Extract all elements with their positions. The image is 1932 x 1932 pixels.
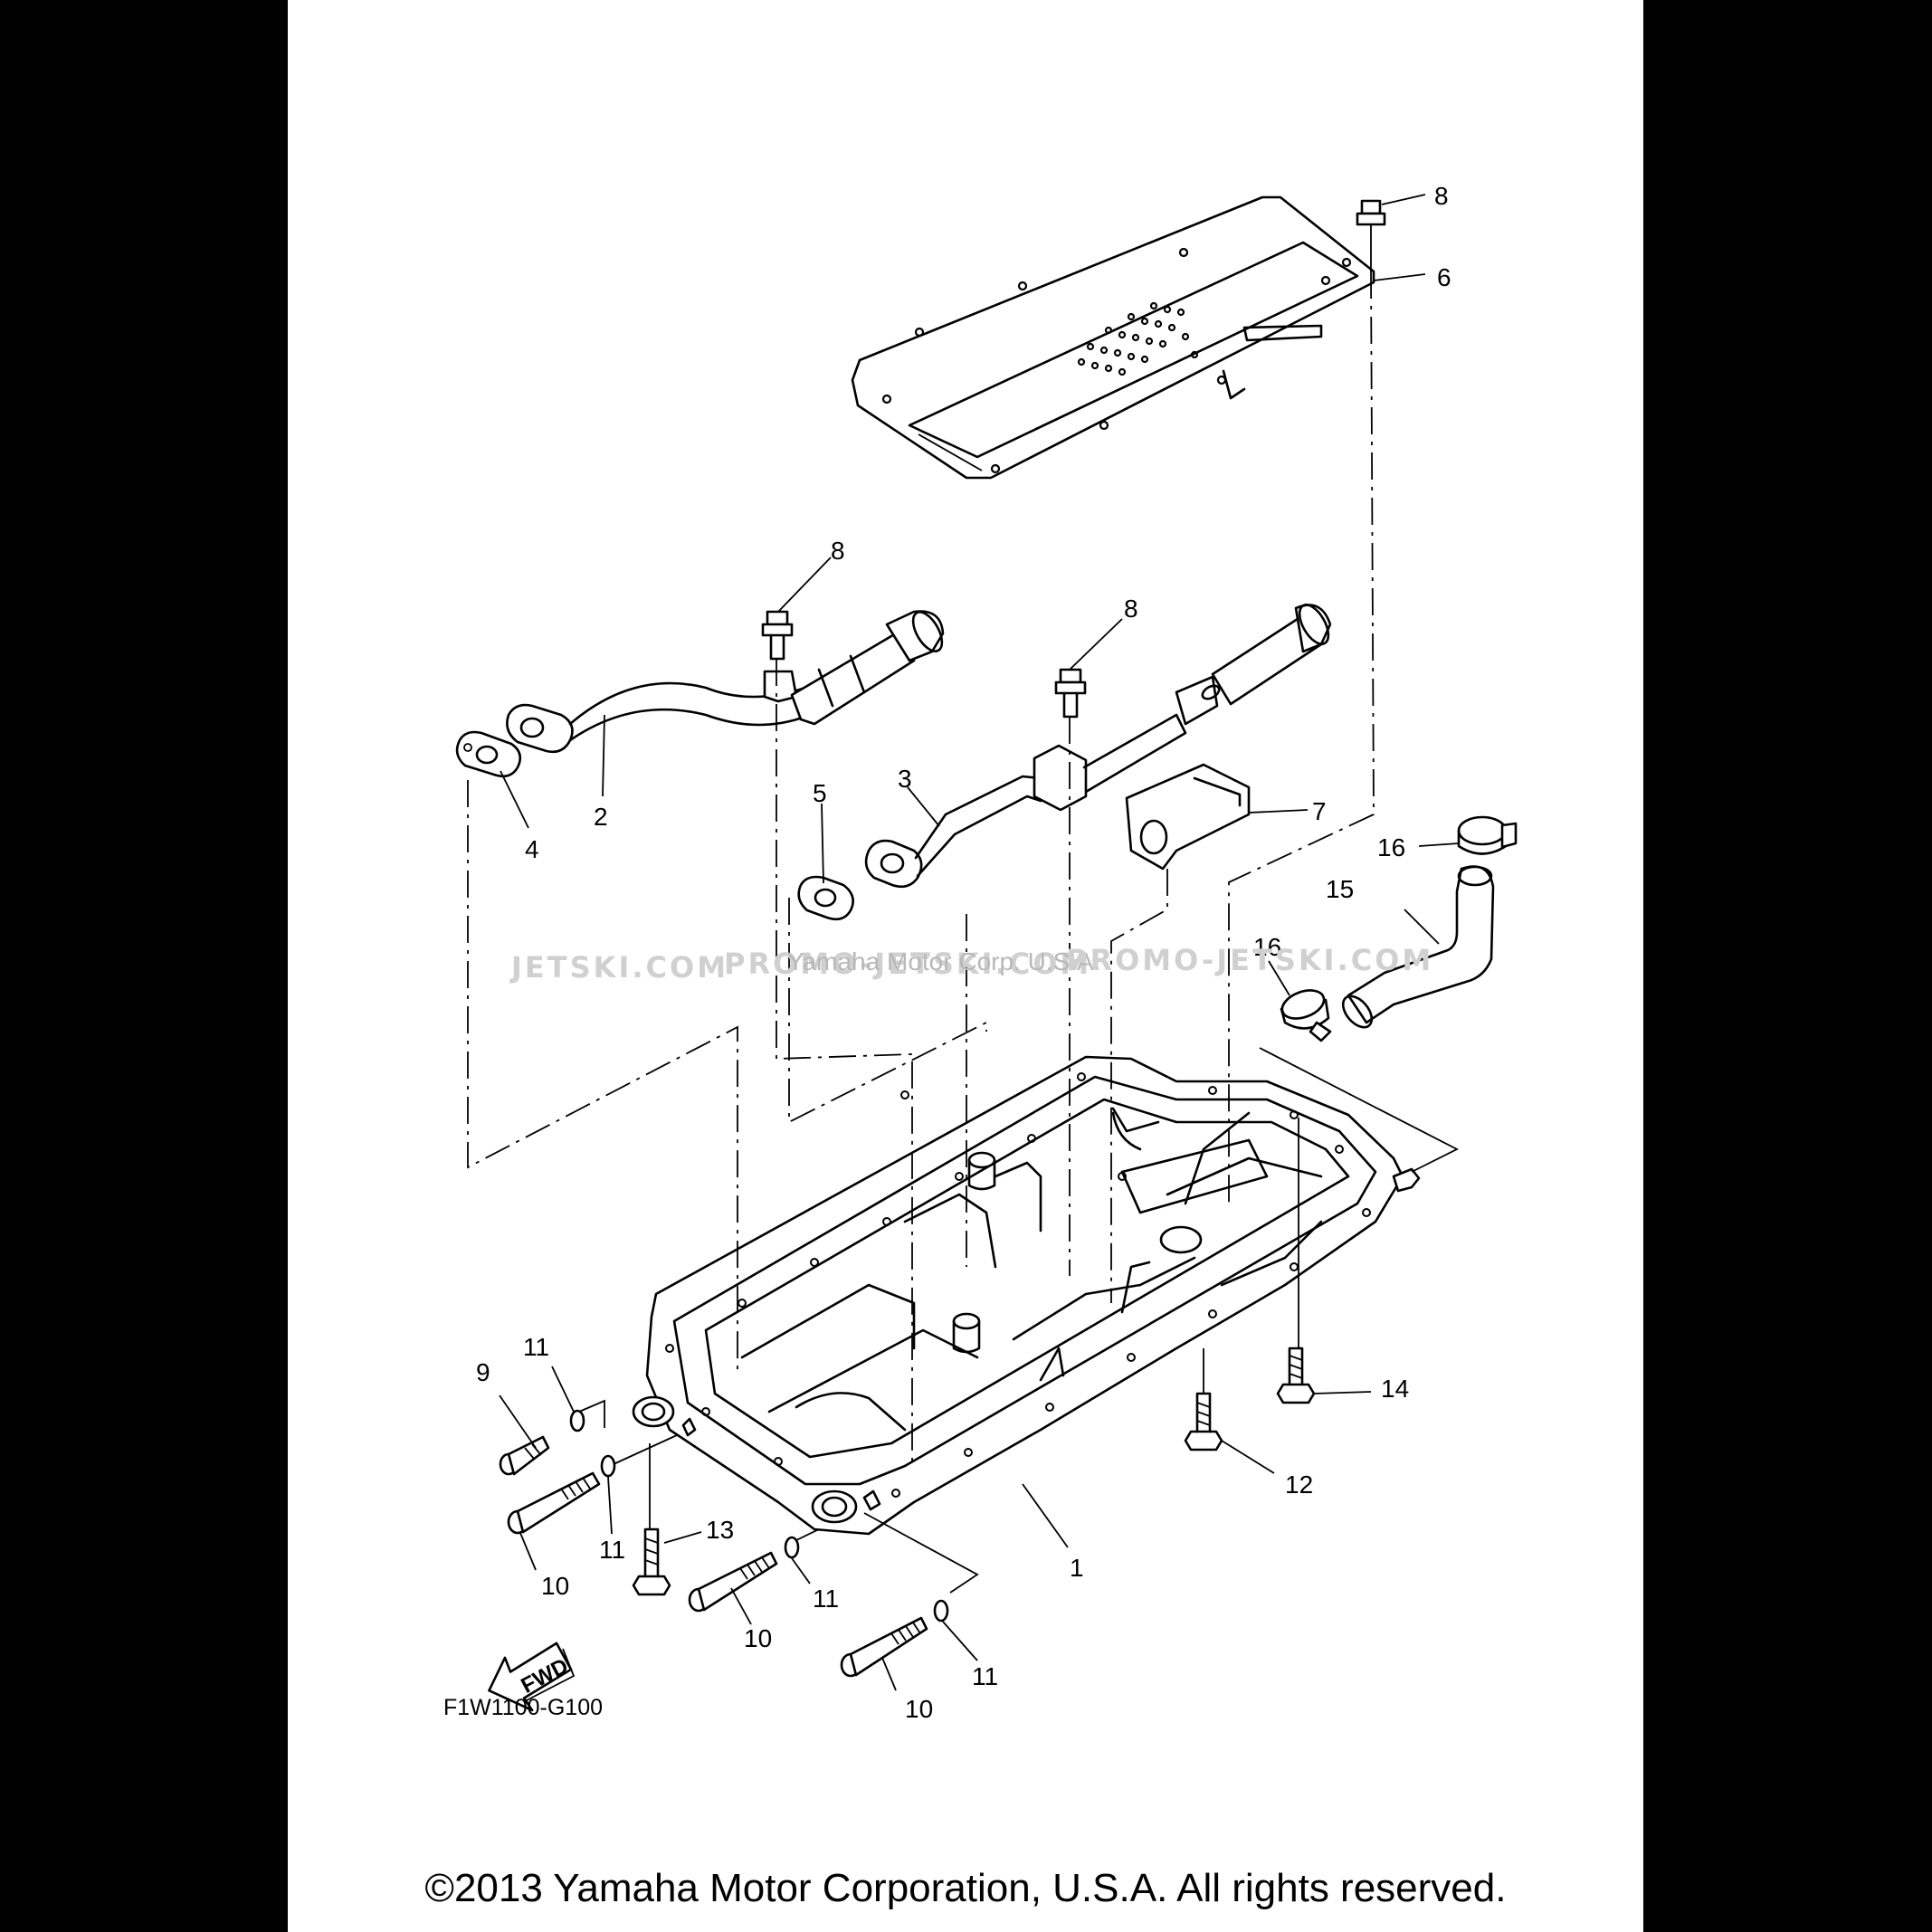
watermark-left: JETSKI.COM [509, 950, 728, 985]
leader-lines [499, 194, 1460, 1691]
callout-1: 1 [1070, 1554, 1084, 1582]
part-8-bolt-top [1356, 199, 1386, 271]
part-16-clamp-bottom [1280, 989, 1332, 1042]
callout-5: 5 [813, 779, 827, 807]
part-4-gasket [455, 730, 522, 778]
callout-11-b: 11 [599, 1536, 625, 1564]
callout-8-center: 8 [1124, 595, 1138, 623]
copyright-notice: ©2013 Yamaha Motor Corporation, U.S.A. A… [424, 1866, 1507, 1910]
part-16-clamp-top [1457, 815, 1518, 855]
callout-14: 14 [1381, 1375, 1409, 1403]
callout-6: 6 [1437, 263, 1451, 291]
callout-8-top: 8 [1434, 182, 1449, 210]
part-7-baffle [1125, 763, 1251, 871]
callout-8-left: 8 [831, 537, 845, 565]
callout-9: 9 [476, 1358, 490, 1386]
callout-11-a: 11 [523, 1333, 549, 1361]
fwd-arrow: FWD [488, 1642, 576, 1712]
part-1-oil-pan [632, 1055, 1421, 1536]
callout-16-bottom: 16 [1253, 933, 1281, 961]
callout-10-c: 10 [905, 1695, 933, 1723]
part-8-bolt-pipe3 [1054, 668, 1087, 719]
oil-pan-flange-holes [665, 1072, 1371, 1498]
part-13-flange-bolt [632, 1528, 671, 1596]
callout-2: 2 [594, 803, 608, 831]
watermarks: JETSKI.COM PROMO-JETSKI.COM Yamaha Motor… [509, 943, 1433, 985]
callout-16-top: 16 [1377, 833, 1405, 861]
callout-11-d: 11 [972, 1662, 998, 1690]
callout-10-b: 10 [744, 1624, 772, 1652]
callout-13: 13 [706, 1516, 734, 1544]
part-5-gasket [797, 875, 854, 921]
callout-4: 4 [525, 835, 539, 863]
assembly-lines [467, 271, 1459, 1594]
part-12-flange-bolt [1184, 1392, 1223, 1451]
part-6-cover-plate [851, 195, 1375, 480]
watermark-right: PROMO-JETSKI.COM [1066, 943, 1433, 977]
callout-15: 15 [1326, 875, 1354, 903]
part-14-flange-bolt [1276, 1347, 1316, 1404]
callout-11-c: 11 [813, 1585, 839, 1613]
part-10-bolt-b [688, 1551, 778, 1613]
callout-7: 7 [1312, 797, 1327, 825]
cover-plate-holes [881, 247, 1352, 474]
part-2-oil-pipe [506, 610, 945, 754]
watermark-center: PROMO-JETSKI.COM [724, 947, 1091, 981]
part-8-bolt-pipe2 [761, 610, 794, 661]
callout-12: 12 [1285, 1470, 1313, 1499]
figure-code: F1W1100-G100 [443, 1695, 603, 1720]
part-11-washers [569, 1409, 949, 1623]
callout-3: 3 [898, 765, 912, 793]
part-10-bolt-c [840, 1616, 928, 1678]
part-10-bolt-a [507, 1471, 601, 1535]
callout-10-a: 10 [541, 1572, 569, 1600]
part-9-bolt [499, 1435, 550, 1476]
watermark-center-overlay: Yamaha Motor Corp. U.S.A. [787, 947, 1101, 976]
part-15-hose [1341, 865, 1495, 1029]
callout-labels: 8 6 8 8 2 4 3 5 7 16 15 16 1 12 14 13 9 … [476, 182, 1451, 1723]
part-3-oil-pipe [864, 604, 1332, 889]
